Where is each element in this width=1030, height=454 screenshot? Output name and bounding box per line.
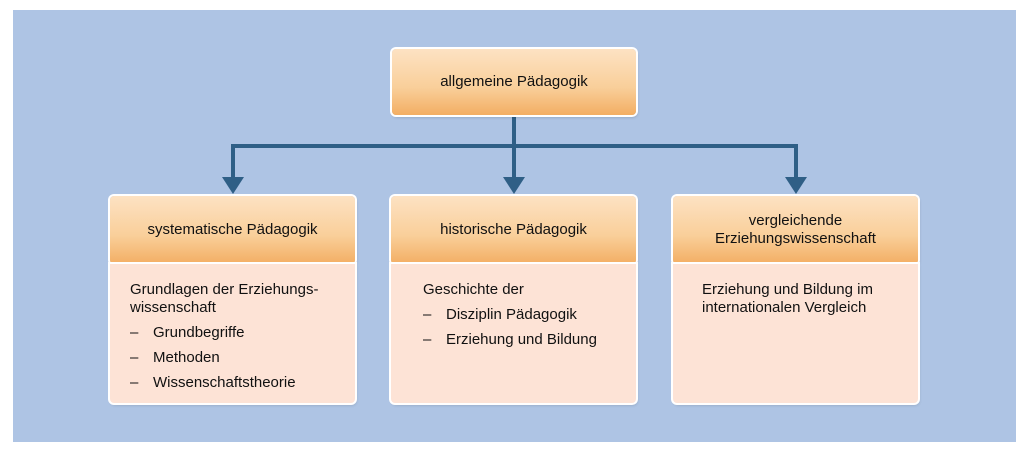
comparative-education-title: vergleichende Erziehungswissenschaft: [715, 212, 876, 247]
root-node: allgemeine Pädagogik: [392, 49, 636, 115]
systematic-pedagogy-title: systematische Pädagogik: [147, 221, 318, 238]
list-item: – Erziehung und Bildung: [423, 331, 626, 349]
comparative-education-intro: Erziehung und Bildung im internationalen…: [702, 281, 873, 316]
dash-bullet: –: [130, 324, 139, 341]
historical-pedagogy-intro: Geschichte der: [423, 281, 524, 298]
list-item: – Grundbegriffe: [130, 324, 345, 342]
arrowhead-left: [222, 177, 244, 194]
historical-pedagogy-body: Geschichte der – Disziplin Pädagogik – E…: [391, 264, 636, 403]
historical-pedagogy-header: historische Pädagogik: [391, 196, 636, 264]
list-item-label: Methoden: [153, 349, 220, 366]
list-item: – Wissenschaftstheorie: [130, 374, 345, 392]
dash-bullet: –: [423, 306, 432, 323]
systematic-pedagogy-intro: Grundlagen der Erziehungs- wissenschaft: [130, 281, 319, 316]
list-item-label: Disziplin Pädagogik: [446, 306, 577, 323]
dash-bullet: –: [130, 349, 139, 366]
arrowhead-center: [503, 177, 525, 194]
systematic-pedagogy-list: – Grundbegriffe – Methoden – Wissenschaf…: [130, 324, 345, 392]
arrowhead-right: [785, 177, 807, 194]
list-item-label: Wissenschaftstheorie: [153, 374, 296, 391]
dash-bullet: –: [423, 331, 432, 348]
root-node-label: allgemeine Pädagogik: [440, 73, 588, 90]
list-item: – Disziplin Pädagogik: [423, 306, 626, 324]
list-item-label: Erziehung und Bildung: [446, 331, 597, 348]
comparative-education-header: vergleichende Erziehungswissenschaft: [673, 196, 918, 264]
list-item: – Methoden: [130, 349, 345, 367]
systematic-pedagogy-body: Grundlagen der Erziehungs- wissenschaft …: [110, 264, 355, 403]
dash-bullet: –: [130, 374, 139, 391]
list-item-label: Grundbegriffe: [153, 324, 245, 341]
comparative-education-body: Erziehung und Bildung im internationalen…: [673, 264, 918, 403]
historical-pedagogy-list: – Disziplin Pädagogik – Erziehung und Bi…: [423, 306, 626, 349]
systematic-pedagogy-header: systematische Pädagogik: [110, 196, 355, 264]
historical-pedagogy-title: historische Pädagogik: [440, 221, 587, 238]
